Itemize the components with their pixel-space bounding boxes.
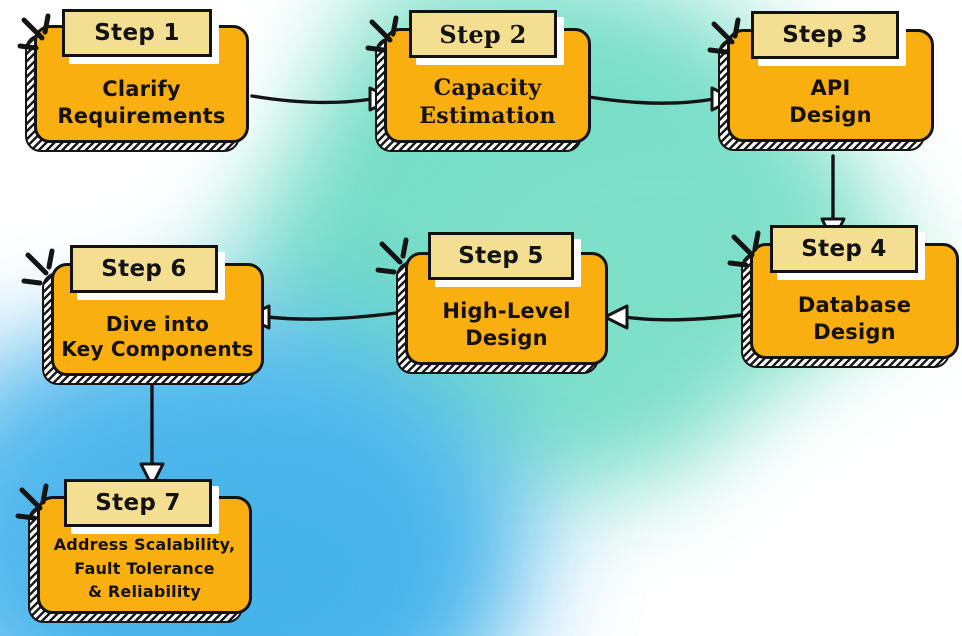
step-label-4: Step 4 — [770, 225, 918, 273]
step-label-2: Step 2 — [409, 10, 557, 58]
card-text-1: Clarify Requirements — [37, 76, 246, 130]
step-label-5: Step 5 — [428, 232, 574, 280]
card-text-4: Database Design — [753, 292, 956, 346]
card-line-6-0: Dive into — [105, 311, 210, 336]
step-label-wrap-6: Step 6 — [70, 245, 225, 300]
step-label-3: Step 3 — [751, 11, 899, 59]
step-label-wrap-2: Step 2 — [409, 10, 564, 65]
card-line-4-1: Design — [813, 320, 896, 345]
card-line-4-0: Database — [797, 293, 912, 318]
card-line-5-0: High-Level — [442, 299, 571, 324]
connector-step-4-to-step-5 — [623, 313, 744, 322]
step-label-wrap-4: Step 4 — [770, 225, 925, 280]
card-line-2-0: Capacity — [433, 74, 542, 101]
card-line-3-1: Design — [789, 103, 872, 128]
card-line-5-1: Design — [465, 326, 548, 351]
step-label-wrap-3: Step 3 — [751, 11, 906, 66]
step-label-wrap-7: Step 7 — [64, 479, 219, 534]
card-text-5: High-Level Design — [408, 298, 605, 352]
card-line-6-1: Key Components — [61, 337, 254, 362]
step-label-wrap-5: Step 5 — [428, 232, 581, 287]
card-line-7-0: Address Scalability, — [53, 535, 236, 555]
card-line-7-2: & Reliability — [87, 581, 202, 601]
card-line-3-0: API — [810, 76, 851, 101]
connector-step-1-to-step-2 — [250, 94, 374, 105]
card-line-1-1: Requirements — [57, 104, 226, 129]
card-text-6: Dive into Key Components — [54, 312, 261, 363]
card-line-1-0: Clarify — [102, 77, 181, 102]
card-line-2-1: Estimation — [419, 102, 556, 129]
connector-step-2-to-step-3 — [587, 95, 716, 105]
step-label-1: Step 1 — [62, 9, 212, 57]
connector-step-5-to-step-6 — [265, 311, 398, 321]
card-text-7: Address Scalability, Fault Tolerance & R… — [40, 533, 249, 603]
step-label-7: Step 7 — [64, 479, 212, 527]
arrowhead-step-7 — [139, 462, 165, 488]
card-text-2: Capacity Estimation — [387, 74, 588, 130]
card-text-3: API Design — [730, 75, 931, 129]
card-line-7-1: Fault Tolerance — [74, 558, 215, 578]
step-label-wrap-1: Step 1 — [62, 9, 219, 64]
step-label-6: Step 6 — [70, 245, 218, 293]
arrowhead-step-5 — [603, 304, 629, 330]
